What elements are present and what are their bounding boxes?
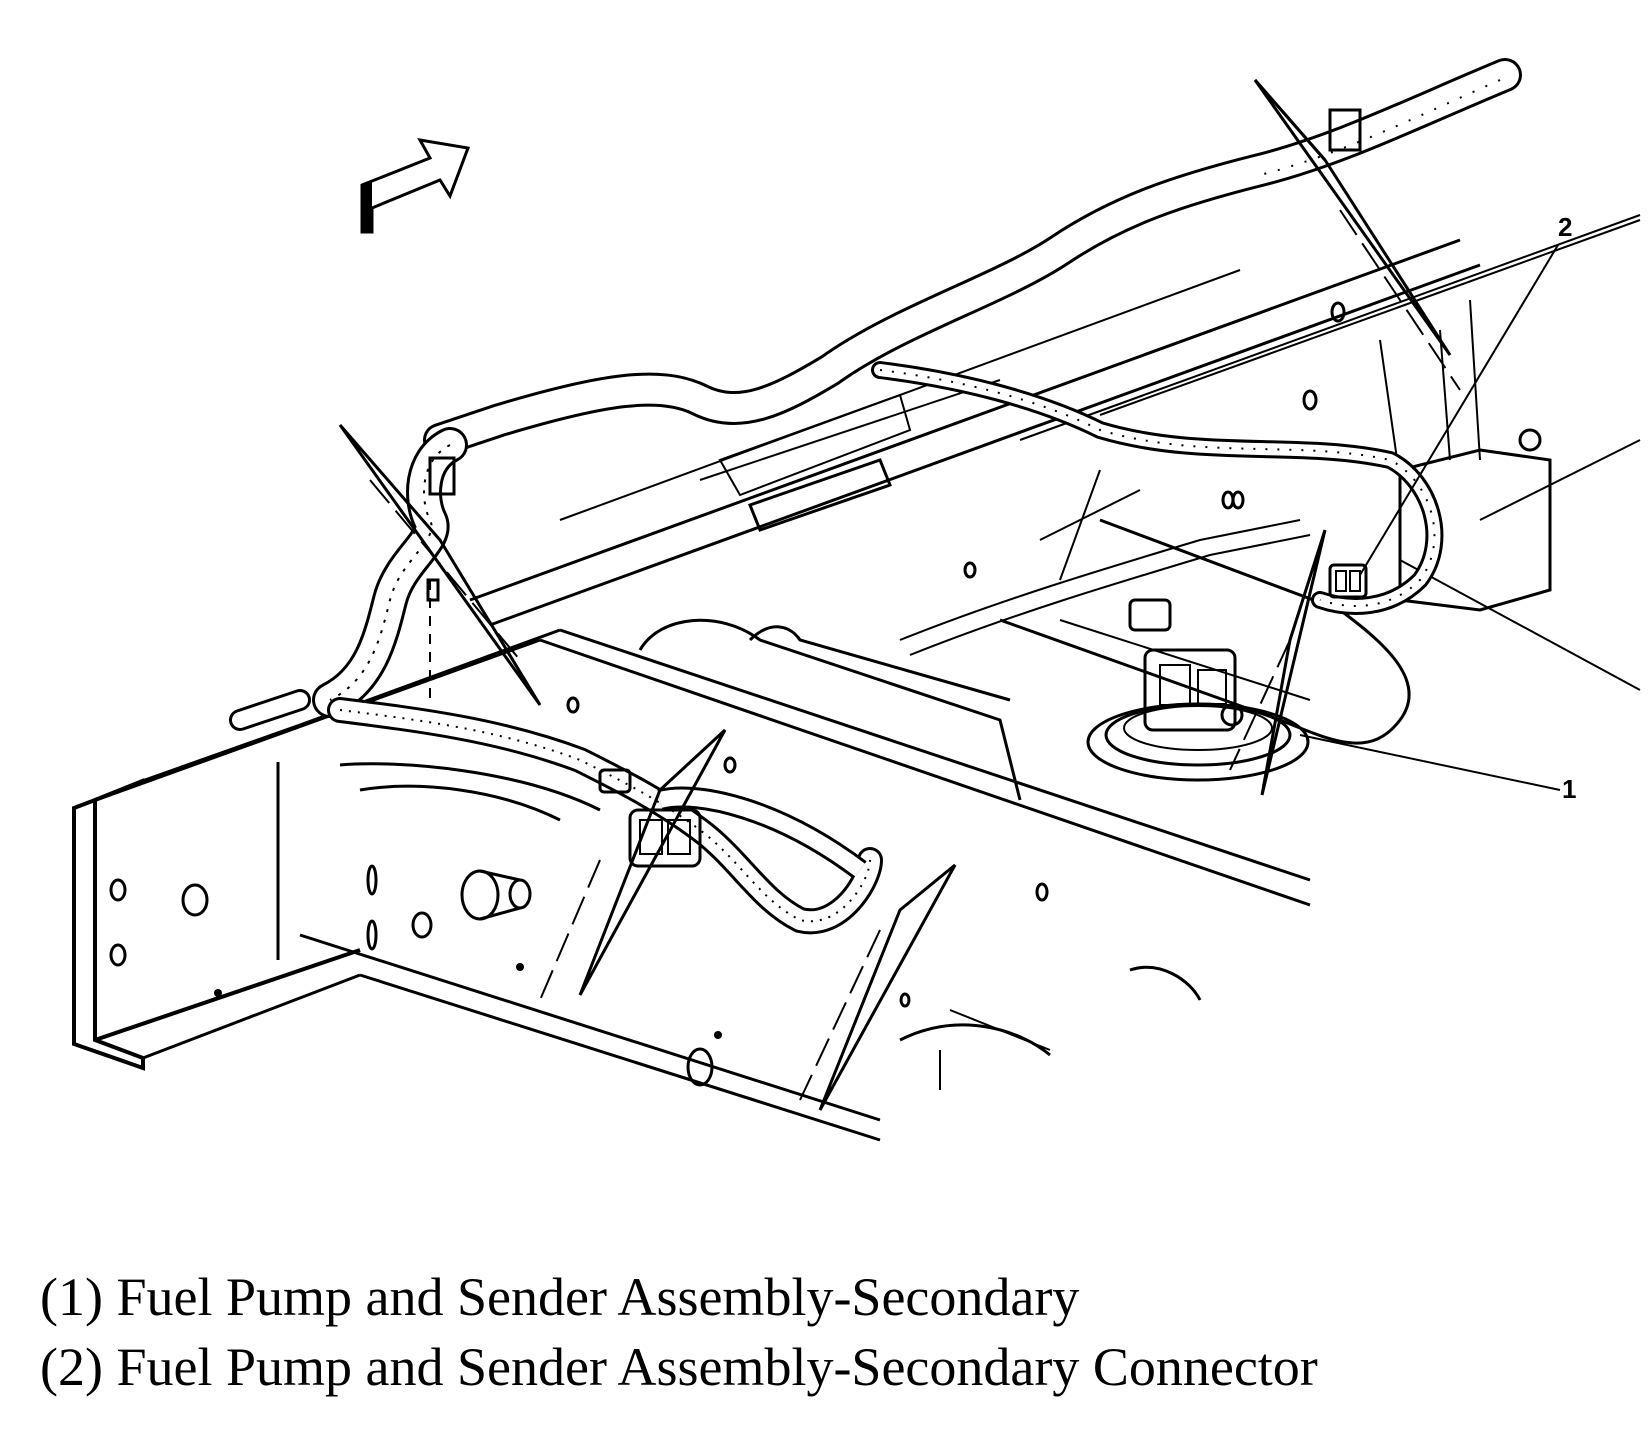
view-indicators	[338, 79, 1461, 1111]
forward-arrow-icon	[360, 138, 471, 234]
legend: (1) Fuel Pump and Sender Assembly-Second…	[40, 1262, 1318, 1402]
callout-1: 1	[1562, 774, 1576, 804]
legend-item-2: (2) Fuel Pump and Sender Assembly-Second…	[40, 1337, 1318, 1397]
fuel-pump-diagram: 2 1	[72, 58, 1641, 1142]
legend-item-1: (1) Fuel Pump and Sender Assembly-Second…	[40, 1267, 1080, 1327]
secondary-connector	[1328, 563, 1368, 599]
fuel-pump-module	[1086, 598, 1310, 782]
mount-bushing	[460, 869, 532, 921]
callout-2: 2	[1558, 212, 1572, 242]
callout-leaders	[1299, 244, 1561, 791]
cross-member	[469, 214, 1641, 627]
wiring-harness	[229, 58, 1522, 935]
